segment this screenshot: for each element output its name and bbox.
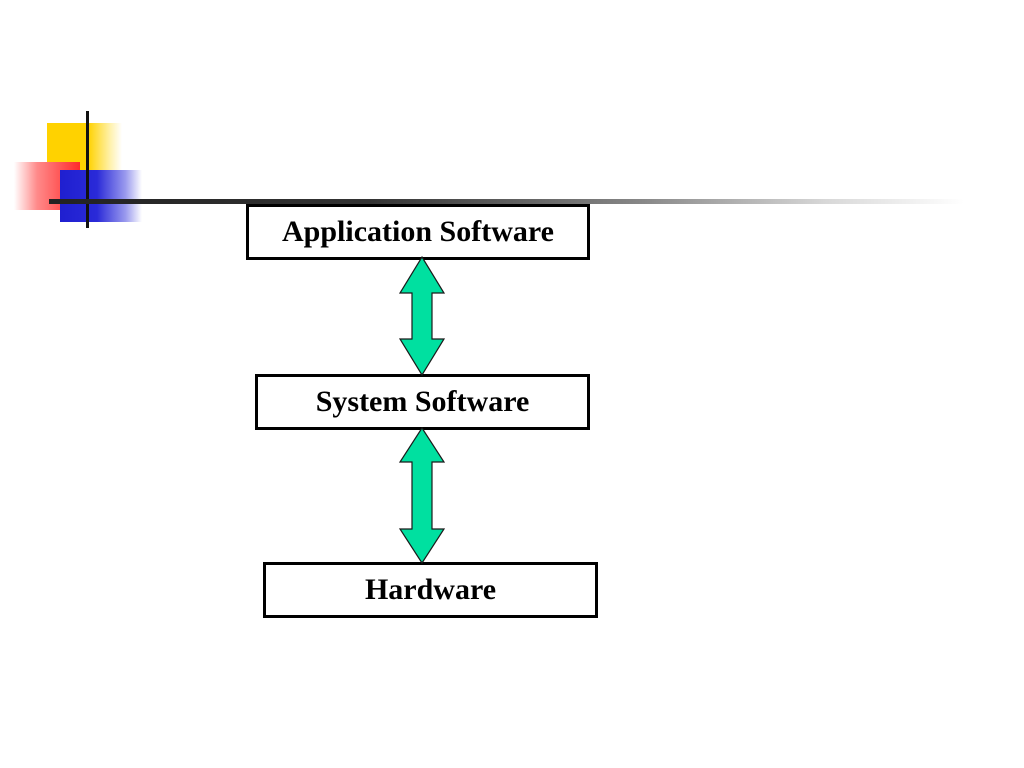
decor-horizontal-rule	[49, 199, 964, 204]
decor-blue-square	[60, 170, 142, 222]
double-arrow-app-system-icon	[398, 255, 446, 377]
system-software-box: System Software	[255, 374, 590, 430]
application-software-label: Application Software	[282, 215, 554, 248]
hardware-label: Hardware	[364, 573, 497, 606]
system-software-label: System Software	[315, 385, 530, 418]
hardware-box: Hardware	[263, 562, 598, 618]
application-software-box: Application Software	[246, 204, 590, 260]
decor-vertical-line	[86, 111, 89, 228]
double-arrow-system-hardware-icon	[398, 426, 446, 565]
